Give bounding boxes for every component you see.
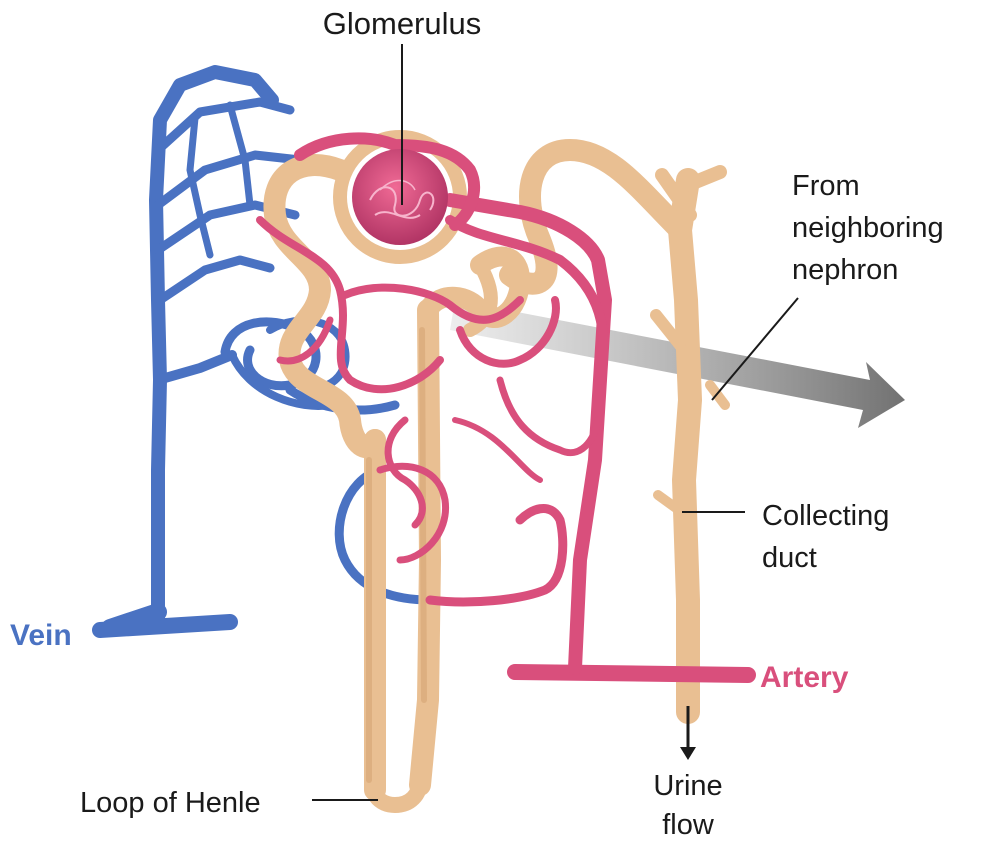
label-vein: Vein xyxy=(10,619,72,652)
label-glomerulus: Glomerulus xyxy=(323,6,482,41)
label-neighbor-line1: From xyxy=(792,170,860,202)
label-collecting-line2: duct xyxy=(762,542,817,574)
label-neighbor-line2: neighboring xyxy=(792,212,944,244)
label-artery: Artery xyxy=(760,661,849,694)
label-urine-line2: flow xyxy=(662,809,715,841)
label-urine-line1: Urine xyxy=(653,770,722,802)
label-collecting-line1: Collecting xyxy=(762,500,889,532)
label-neighbor-line3: nephron xyxy=(792,254,898,286)
glomerulus xyxy=(352,149,448,245)
label-loop-of-henle: Loop of Henle xyxy=(80,787,261,819)
